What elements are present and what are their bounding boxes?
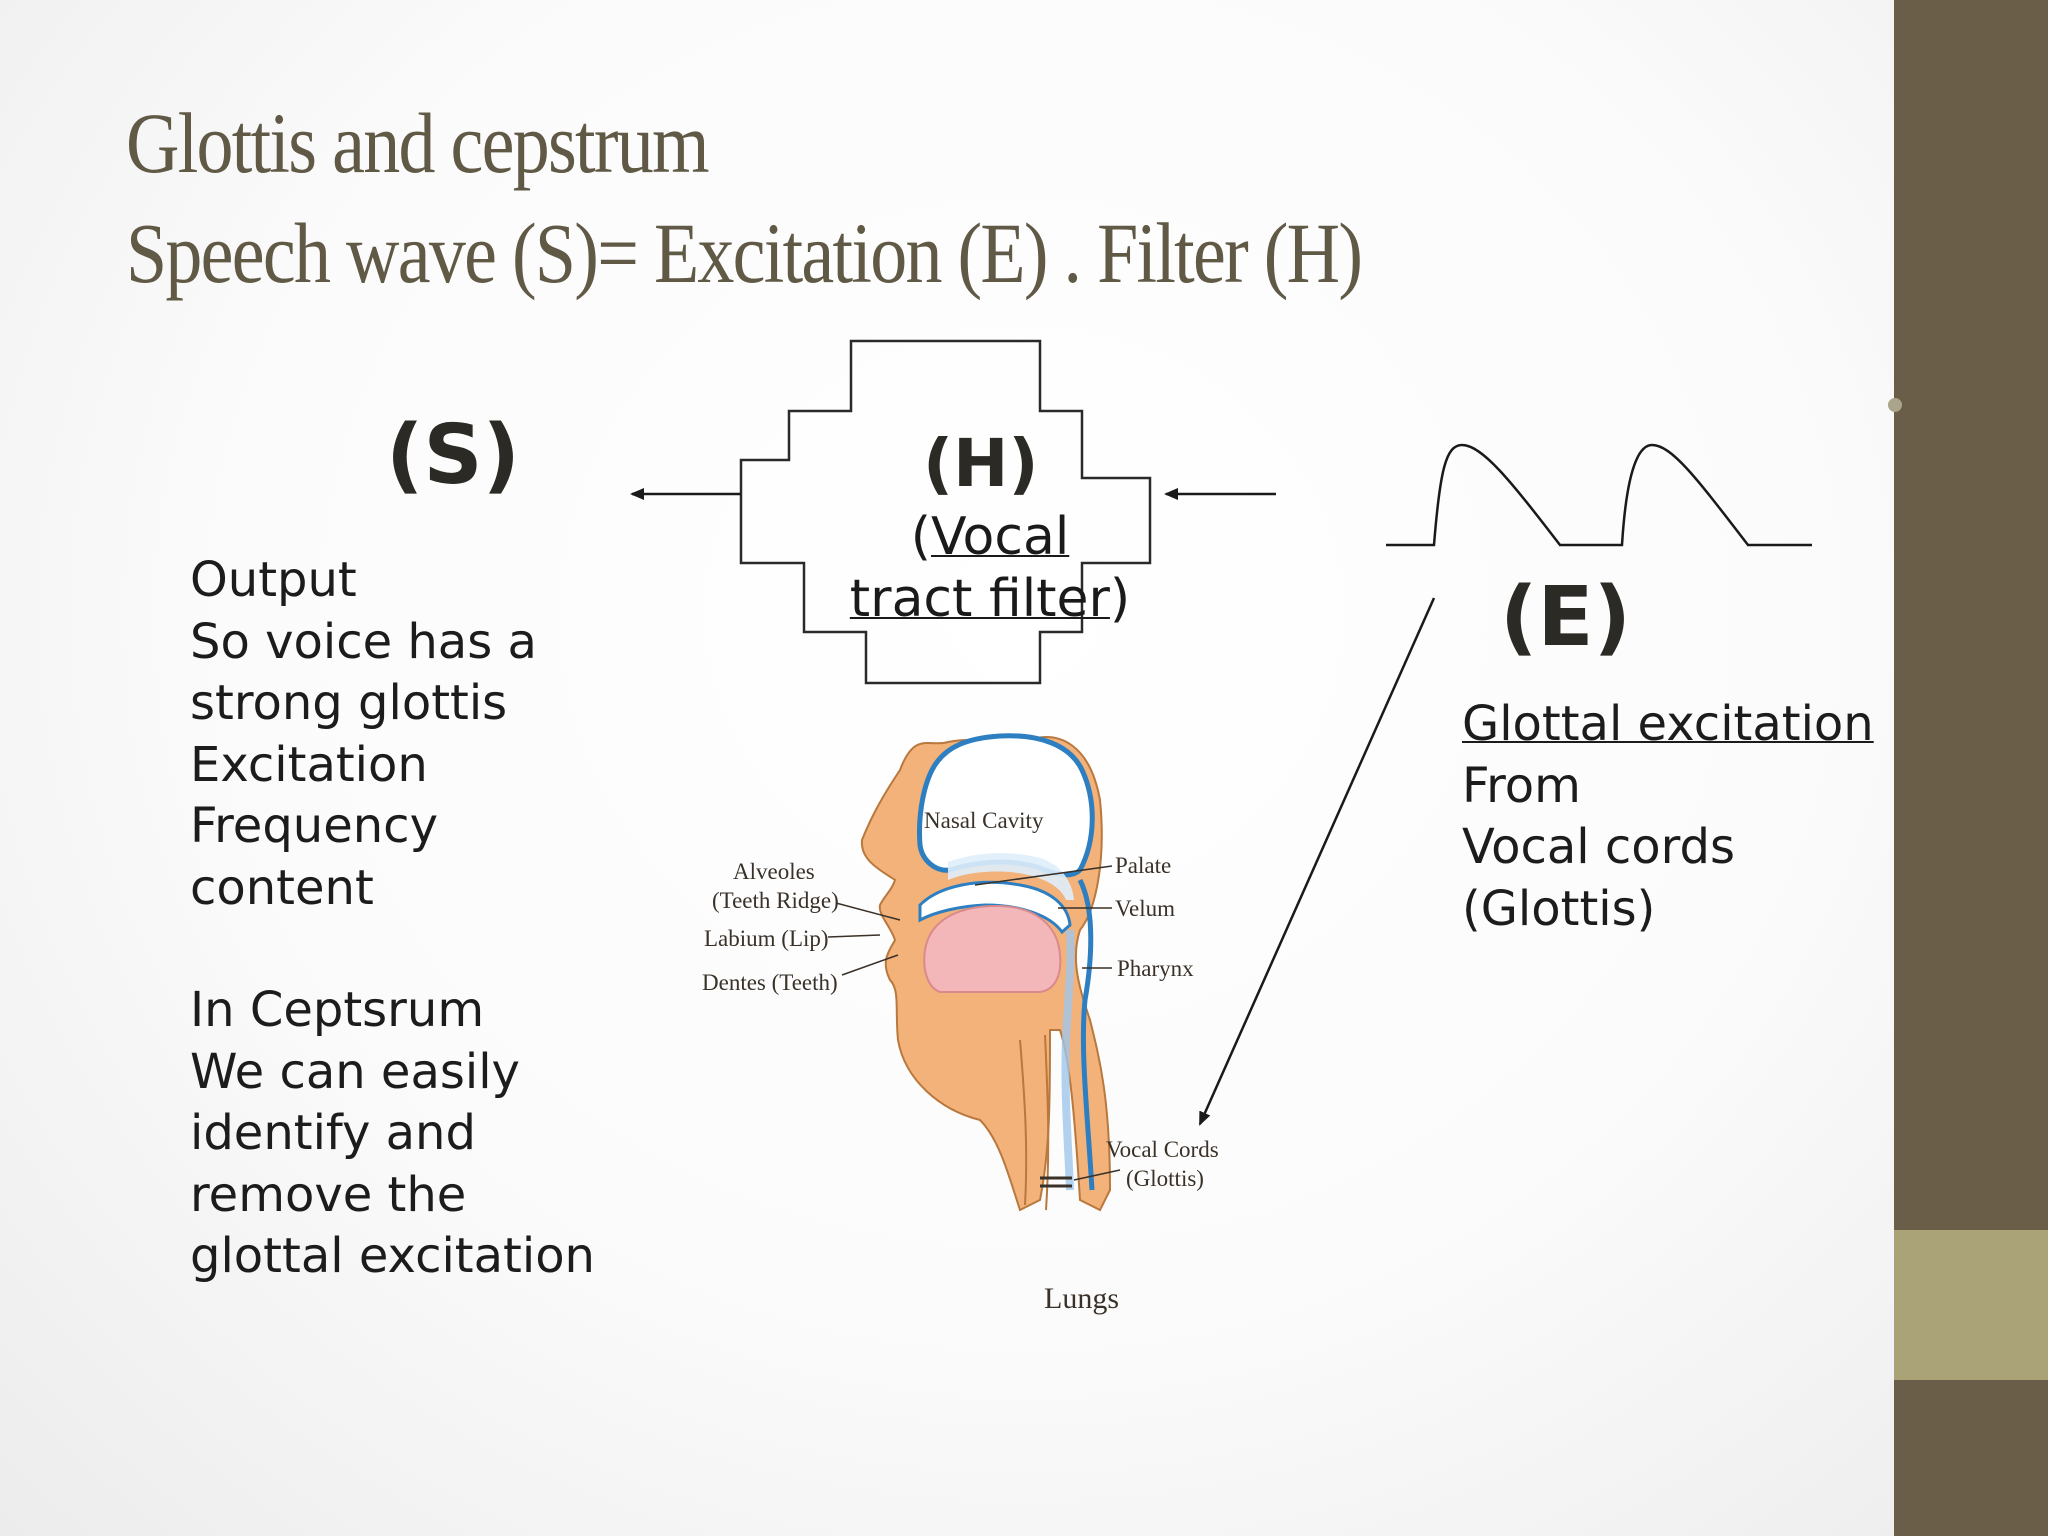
filter-box-outline — [739, 339, 1152, 685]
label-pharynx: Pharynx — [1117, 956, 1194, 981]
excitation-line: (Glottis) — [1462, 880, 1656, 937]
excitation-line: From — [1462, 757, 1581, 814]
filter-caption: (Vocal tract filter) — [800, 506, 1180, 630]
slide-title: Glottis and cepstrum Speech wave (S)= Ex… — [126, 88, 1588, 308]
anatomy-pointers — [827, 865, 1121, 1181]
filter-paren-close: ) — [1109, 569, 1131, 629]
label-labium: Labium (Lip) — [704, 926, 829, 951]
output-description: Output So voice has a strong glottis Exc… — [190, 550, 537, 919]
label-palate: Palate — [1115, 853, 1171, 878]
tongue-shape — [923, 904, 1062, 993]
excitation-symbol: (E) — [1500, 570, 1631, 665]
cepstrum-line: In Ceptsrum — [190, 982, 485, 1038]
label-glottis: (Glottis) — [1126, 1166, 1204, 1191]
title-line-2: Speech wave (S)= Excitation (E) . Filter… — [126, 205, 1363, 301]
label-vocal-cords: Vocal Cords — [1106, 1137, 1219, 1162]
cepstrum-line: identify and — [190, 1105, 476, 1161]
glottal-pulse-waveform — [1386, 443, 1812, 547]
output-line: content — [190, 859, 374, 916]
output-line: Frequency — [190, 798, 438, 854]
vocal-cords-shape — [1040, 1176, 1072, 1188]
filter-caption-line2: tract filter — [849, 569, 1110, 629]
label-teeth-ridge: (Teeth Ridge) — [712, 888, 839, 913]
output-line: Excitation — [190, 736, 428, 793]
cepstrum-line: glottal excitation — [190, 1228, 595, 1284]
output-line: Output — [190, 552, 357, 608]
filter-caption-line1: Vocal — [931, 507, 1070, 567]
excitation-line: Vocal cords — [1462, 819, 1735, 875]
output-line: So voice has a — [190, 613, 537, 670]
cepstrum-line: remove the — [190, 1166, 467, 1223]
excitation-description: Glottal excitation From Vocal cords (Glo… — [1462, 694, 1874, 940]
filter-paren-open: ( — [910, 507, 932, 567]
filter-symbol: (H) — [923, 425, 1039, 502]
sidebar-accent-band — [1894, 1230, 2048, 1380]
label-alveoles: Alveoles — [733, 859, 815, 884]
label-nasal-cavity: Nasal Cavity — [924, 808, 1044, 833]
output-symbol: (S) — [386, 408, 521, 503]
label-lungs: Lungs — [1044, 1282, 1119, 1315]
label-dentes: Dentes (Teeth) — [702, 970, 838, 995]
excitation-heading: Glottal excitation — [1462, 696, 1874, 752]
bullet-dot — [1888, 398, 1902, 412]
arrow-to-vocal-cords — [1198, 597, 1436, 1126]
label-velum: Velum — [1115, 896, 1175, 921]
output-line: strong glottis — [190, 675, 508, 731]
vocal-tract-anatomy — [860, 733, 1112, 1212]
title-line-1: Glottis and cepstrum — [126, 95, 710, 191]
cepstrum-line: We can easily — [190, 1043, 520, 1100]
cepstrum-description: In Ceptsrum We can easily identify and r… — [190, 980, 595, 1288]
